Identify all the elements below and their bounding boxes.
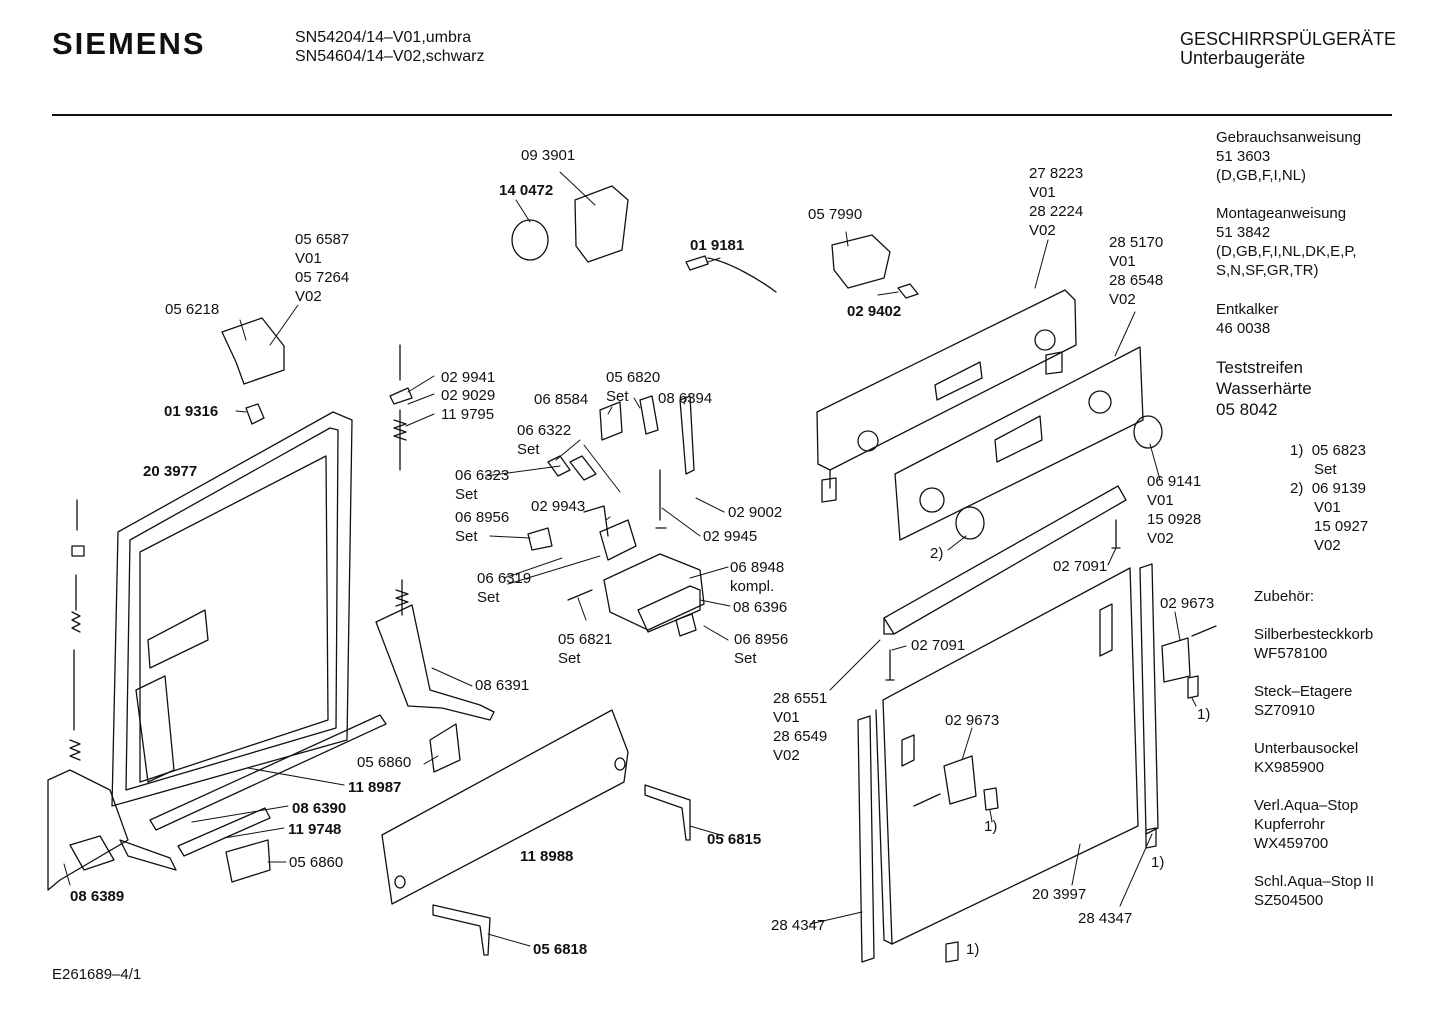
- part-label-119795: 11 9795: [441, 406, 495, 423]
- leader-lines: [63, 171, 1197, 947]
- note-marker-2: 2): [930, 545, 944, 562]
- note-marker-1-b: 1): [984, 818, 998, 835]
- part-label-056218: 05 6218: [165, 301, 220, 318]
- top-trim-rail: [883, 485, 1127, 635]
- control-panel-front: [816, 289, 1077, 503]
- upper-small-parts: [221, 185, 919, 425]
- outer-door-panel: [875, 567, 1139, 945]
- hinge-springs-center: [375, 344, 495, 721]
- note-marker-1-c: 1): [1151, 854, 1165, 871]
- control-panel-plate: [894, 346, 1144, 541]
- part-label-140472: 14 0472: [499, 182, 554, 199]
- test-strips-info: Teststreifen Wasserhärte 05 8042: [1216, 358, 1312, 419]
- part-label-029402: 02 9402: [847, 303, 902, 320]
- hinge-springs-left: [47, 499, 177, 891]
- accessories-heading: Zubehör:: [1254, 588, 1315, 605]
- plinth-panel: [381, 709, 629, 905]
- part-label-019181: 01 9181: [690, 237, 745, 254]
- brand-logo: SIEMENS: [52, 26, 206, 61]
- hinge-clips: [943, 637, 1199, 963]
- part-label-086389: 08 6389: [70, 888, 125, 905]
- footnote-1: 1) 05 6823: [1290, 442, 1366, 459]
- part-label-027091-a: 02 7091: [1053, 558, 1108, 575]
- model-list: SN54204/14–V01,umbra SN54604/14–V02,schw…: [295, 28, 484, 66]
- part-label-284347-b: 28 4347: [1078, 910, 1133, 927]
- descaler-info: Entkalker 46 0038: [1216, 301, 1279, 337]
- model-line-1: SN54204/14–V01,umbra: [295, 29, 472, 46]
- part-label-119748: 11 9748: [288, 821, 342, 838]
- category-line-2: Unterbaugeräte: [1180, 48, 1306, 68]
- side-profiles: [857, 563, 1159, 963]
- part-label-056818: 05 6818: [533, 941, 588, 958]
- part-label-086394: 08 6394: [658, 390, 713, 407]
- footnote-2: 2) 06 9139: [1290, 480, 1366, 497]
- part-label-029673-a: 02 9673: [1160, 595, 1215, 612]
- note-marker-1-a: 1): [1197, 706, 1211, 723]
- part-label-027091-b: 02 7091: [911, 637, 966, 654]
- product-category: GESCHIRRSPÜLGERÄTE Unterbaugeräte: [1180, 30, 1396, 68]
- accessory-cutlery-basket: Silberbesteckkorb WF578100: [1254, 626, 1374, 662]
- part-label-203977: 20 3977: [143, 463, 198, 480]
- footnote-1-set: Set: [1314, 461, 1337, 478]
- part-label-029673-b: 02 9673: [945, 712, 1000, 729]
- document-id: E261689–4/1: [52, 966, 142, 983]
- note-marker-1-d: 1): [966, 941, 980, 958]
- part-label-086396: 08 6396: [733, 599, 788, 616]
- part-label-056860-a: 05 6860: [357, 754, 412, 771]
- part-label-086390: 08 6390: [292, 800, 347, 817]
- accessory-aqua-stop-hose: Schl.Aqua–Stop II SZ504500: [1254, 873, 1375, 909]
- part-label-118988: 11 8988: [520, 848, 574, 865]
- part-label-057990: 05 7990: [808, 206, 863, 223]
- header-divider: [52, 114, 1392, 116]
- part-label-093901: 09 3901: [521, 147, 576, 164]
- part-label-019316: 01 9316: [164, 403, 219, 420]
- door-handle-assembly: [527, 395, 705, 637]
- part-label-086391: 08 6391: [475, 677, 530, 694]
- inner-door-panel: [111, 411, 353, 807]
- part-label-029945: 02 9945: [703, 528, 758, 545]
- manual-info: Gebrauchsanweisung 51 3603 (D,GB,F,I,NL): [1216, 129, 1362, 184]
- part-label-029943: 02 9943: [531, 498, 586, 515]
- bottom-strips: [149, 714, 461, 883]
- screws: [885, 519, 1217, 807]
- model-line-2: SN54604/14–V02,schwarz: [295, 48, 485, 65]
- accessory-aqua-stop-copper: Verl.Aqua–Stop Kupferrohr WX459700: [1254, 797, 1359, 852]
- accessory-base: Unterbausockel KX985900: [1254, 740, 1359, 776]
- part-label-203997: 20 3997: [1032, 886, 1087, 903]
- part-label-029002: 02 9002: [728, 504, 783, 521]
- footnote-2-details: V01 15 0927 V02: [1314, 499, 1369, 554]
- knobs: [955, 415, 1163, 540]
- part-label-029941: 02 9941: [441, 369, 496, 386]
- category-line-1: GESCHIRRSPÜLGERÄTE: [1180, 29, 1397, 49]
- brackets: [432, 784, 691, 956]
- part-label-068584: 06 8584: [534, 391, 589, 408]
- part-label-056815: 05 6815: [707, 831, 762, 848]
- part-label-118987: 11 8987: [348, 779, 402, 796]
- part-label-029029: 02 9029: [441, 387, 496, 404]
- part-label-056860-b: 05 6860: [289, 854, 344, 871]
- installation-info: Montageanweisung 51 3842 (D,GB,F,I,NL,DK…: [1216, 205, 1357, 279]
- part-label-284347-a: 28 4347: [771, 917, 826, 934]
- accessory-plug-in-rack: Steck–Etagere SZ70910: [1254, 683, 1353, 719]
